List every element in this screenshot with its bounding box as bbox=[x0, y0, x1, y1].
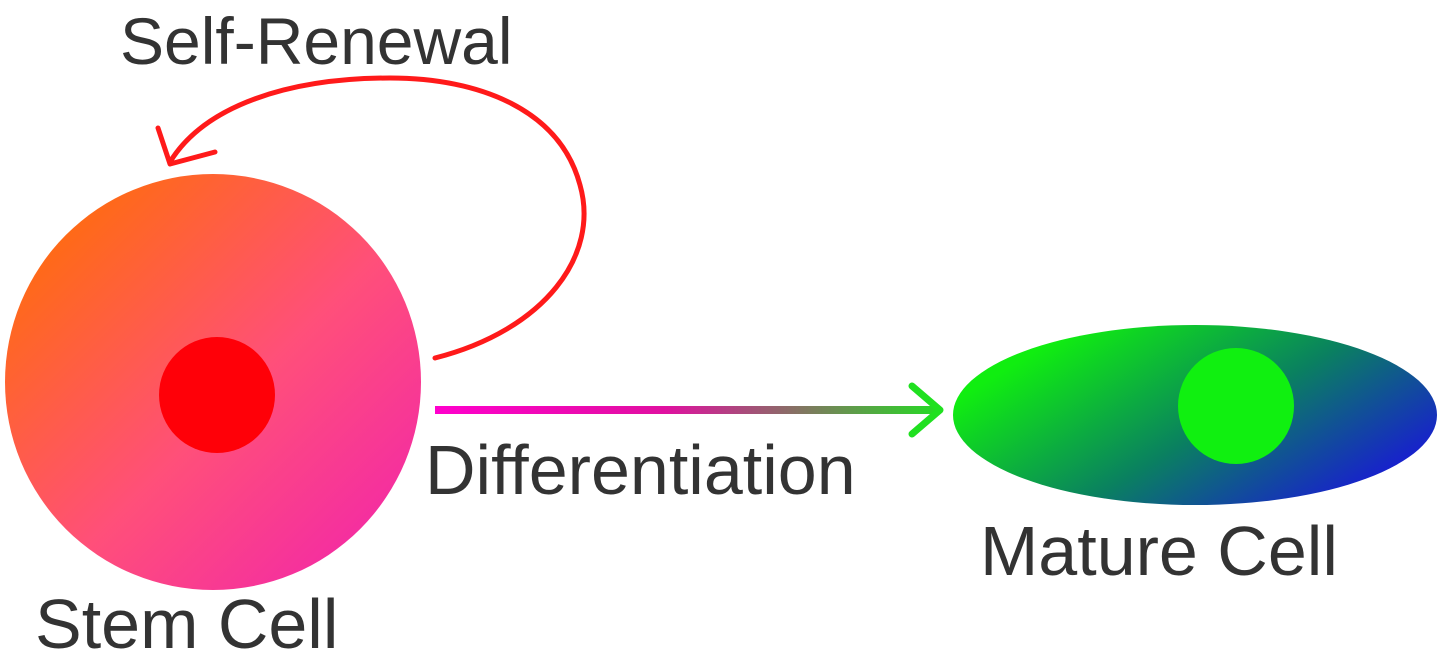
self-renewal-arrow bbox=[155, 75, 587, 361]
stem-cell-label: Stem Cell bbox=[35, 585, 338, 658]
self-renewal-label: Self-Renewal bbox=[120, 4, 513, 78]
differentiation-label: Differentiation bbox=[425, 431, 856, 509]
differentiation-arrow bbox=[435, 382, 944, 438]
stem-cell bbox=[5, 174, 421, 590]
stem-cell-nucleus bbox=[159, 337, 275, 453]
mature-cell-label: Mature Cell bbox=[980, 512, 1338, 590]
mature-cell bbox=[953, 325, 1437, 505]
mature-cell-nucleus bbox=[1178, 348, 1294, 464]
